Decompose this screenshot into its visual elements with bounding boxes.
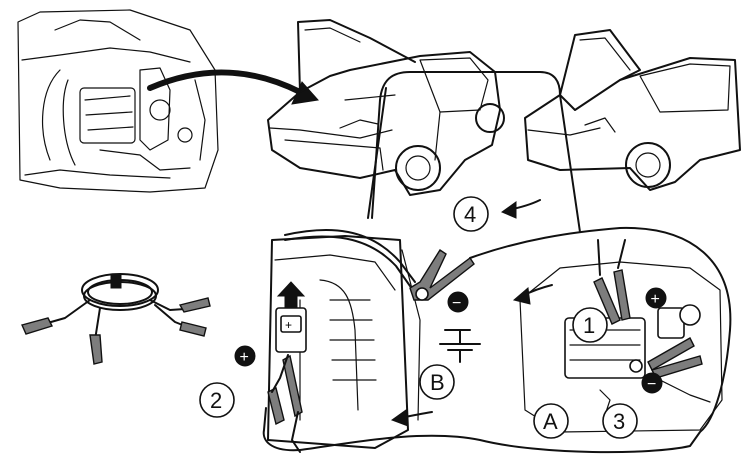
svg-text:−: − (647, 376, 656, 393)
svg-text:1: 1 (583, 313, 595, 338)
cable-positive (284, 229, 416, 283)
point-a-label: A (533, 403, 569, 439)
ground-symbol-icon: − (439, 291, 481, 363)
link-line-left-car-2 (367, 87, 387, 219)
svg-text:+: + (240, 349, 249, 366)
up-arrow-icon (276, 281, 306, 309)
direction-arrow-1 (512, 284, 553, 305)
disabled-car (267, 19, 505, 196)
step-1-label: 1 (572, 307, 608, 343)
positive-terminal-label: + (285, 318, 292, 332)
step-4-label: 4 (453, 196, 489, 232)
direction-arrow-2 (390, 409, 433, 427)
point-b-label: B (419, 364, 455, 400)
cable-negative-loop (299, 226, 732, 454)
booster-battery-closeup (519, 239, 723, 433)
direction-arrow-4 (500, 199, 541, 219)
svg-text:2: 2 (210, 388, 222, 413)
positive-badge-right: + (645, 287, 667, 309)
negative-badge-right: − (641, 372, 663, 394)
cable-loop-left (262, 407, 301, 452)
curved-arrow-to-car (147, 69, 303, 95)
ground-negative-sign: − (452, 295, 461, 312)
step-2-label: 2 (199, 382, 235, 418)
svg-text:+: + (651, 291, 660, 308)
engine-bay-closeup (17, 9, 219, 193)
svg-text:A: A (543, 409, 558, 434)
arrow-head-icon (291, 81, 319, 105)
cable-positive-2 (284, 235, 411, 287)
positive-badge-left: + (234, 345, 256, 367)
svg-text:4: 4 (464, 202, 476, 227)
svg-text:B: B (430, 370, 445, 395)
step-3-label: 3 (602, 403, 638, 439)
link-line-left-car (371, 71, 581, 233)
booster-car (524, 29, 741, 191)
jumper-cables-icon (21, 273, 211, 365)
remote-terminal-panel: + (267, 235, 421, 453)
svg-text:3: 3 (613, 409, 625, 434)
